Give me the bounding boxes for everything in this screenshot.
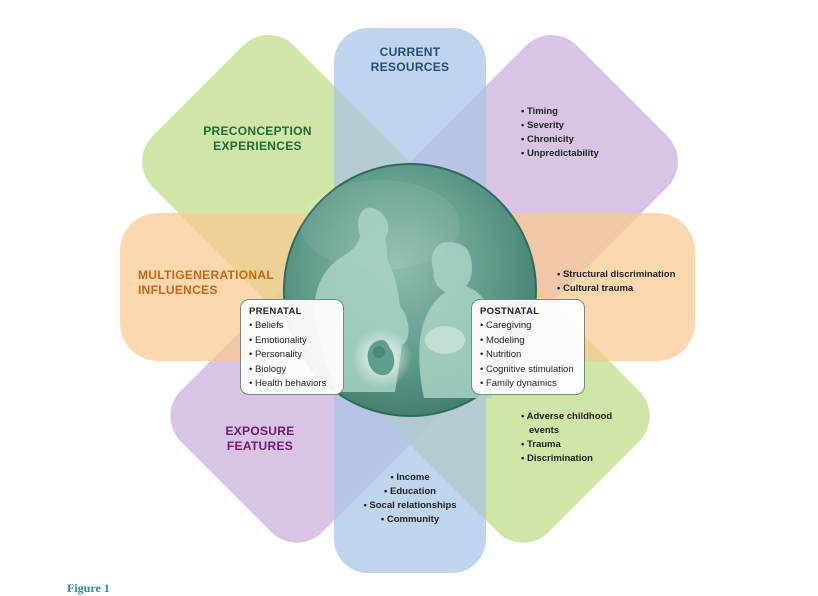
current-resources-label: CURRENT RESOURCES (370, 45, 450, 74)
list-item: Community (345, 513, 475, 527)
list-item: Adverse childhood events (521, 410, 629, 438)
list-item: Modeling (480, 334, 576, 349)
list-item: Severity (521, 119, 599, 133)
preconception-experiences-list: Adverse childhood events Trauma Discrimi… (521, 410, 629, 466)
prenatal-list: Beliefs Emotionality Personality Biology… (249, 319, 335, 392)
list-item: Structural discrimination (557, 268, 675, 282)
multigenerational-influences-list: Structural discrimination Cultural traum… (557, 268, 675, 296)
list-item: Health behaviors (249, 377, 335, 392)
list-item: Cognitive stimulation (480, 363, 576, 378)
list-item: Beliefs (249, 319, 335, 334)
figure-caption: Figure 1 (67, 581, 110, 595)
current-resources-list: Income Education Socal relationships Com… (345, 471, 475, 527)
list-item: Cultural trauma (557, 282, 675, 296)
exposure-features-list: Timing Severity Chronicity Unpredictabil… (521, 105, 599, 161)
list-item: Socal relationships (345, 499, 475, 513)
list-item: Discrimination (521, 452, 629, 466)
list-item: Education (345, 485, 475, 499)
list-item: Personality (249, 348, 335, 363)
list-item: Caregiving (480, 319, 576, 334)
postnatal-box: POSTNATAL Caregiving Modeling Nutrition … (471, 299, 585, 395)
postnatal-list: Caregiving Modeling Nutrition Cognitive … (480, 319, 576, 392)
list-item: Family dynamics (480, 377, 576, 392)
list-item: Chronicity (521, 133, 599, 147)
postnatal-title: POSTNATAL (480, 306, 540, 317)
multigenerational-influences-label: MULTIGENERATIONAL INFLUENCES (138, 268, 274, 297)
list-item: Biology (249, 363, 335, 378)
exposure-features-label: EXPOSURE FEATURES (225, 424, 295, 453)
list-item: Unpredictability (521, 147, 599, 161)
preconception-experiences-label: PRECONCEPTION EXPERIENCES (203, 124, 312, 153)
prenatal-title: PRENATAL (249, 306, 302, 317)
list-item: Trauma (521, 438, 629, 452)
list-item: Nutrition (480, 348, 576, 363)
list-item: Timing (521, 105, 599, 119)
list-item: Income (345, 471, 475, 485)
prenatal-box: PRENATAL Beliefs Emotionality Personalit… (240, 299, 344, 395)
list-item: Emotionality (249, 334, 335, 349)
